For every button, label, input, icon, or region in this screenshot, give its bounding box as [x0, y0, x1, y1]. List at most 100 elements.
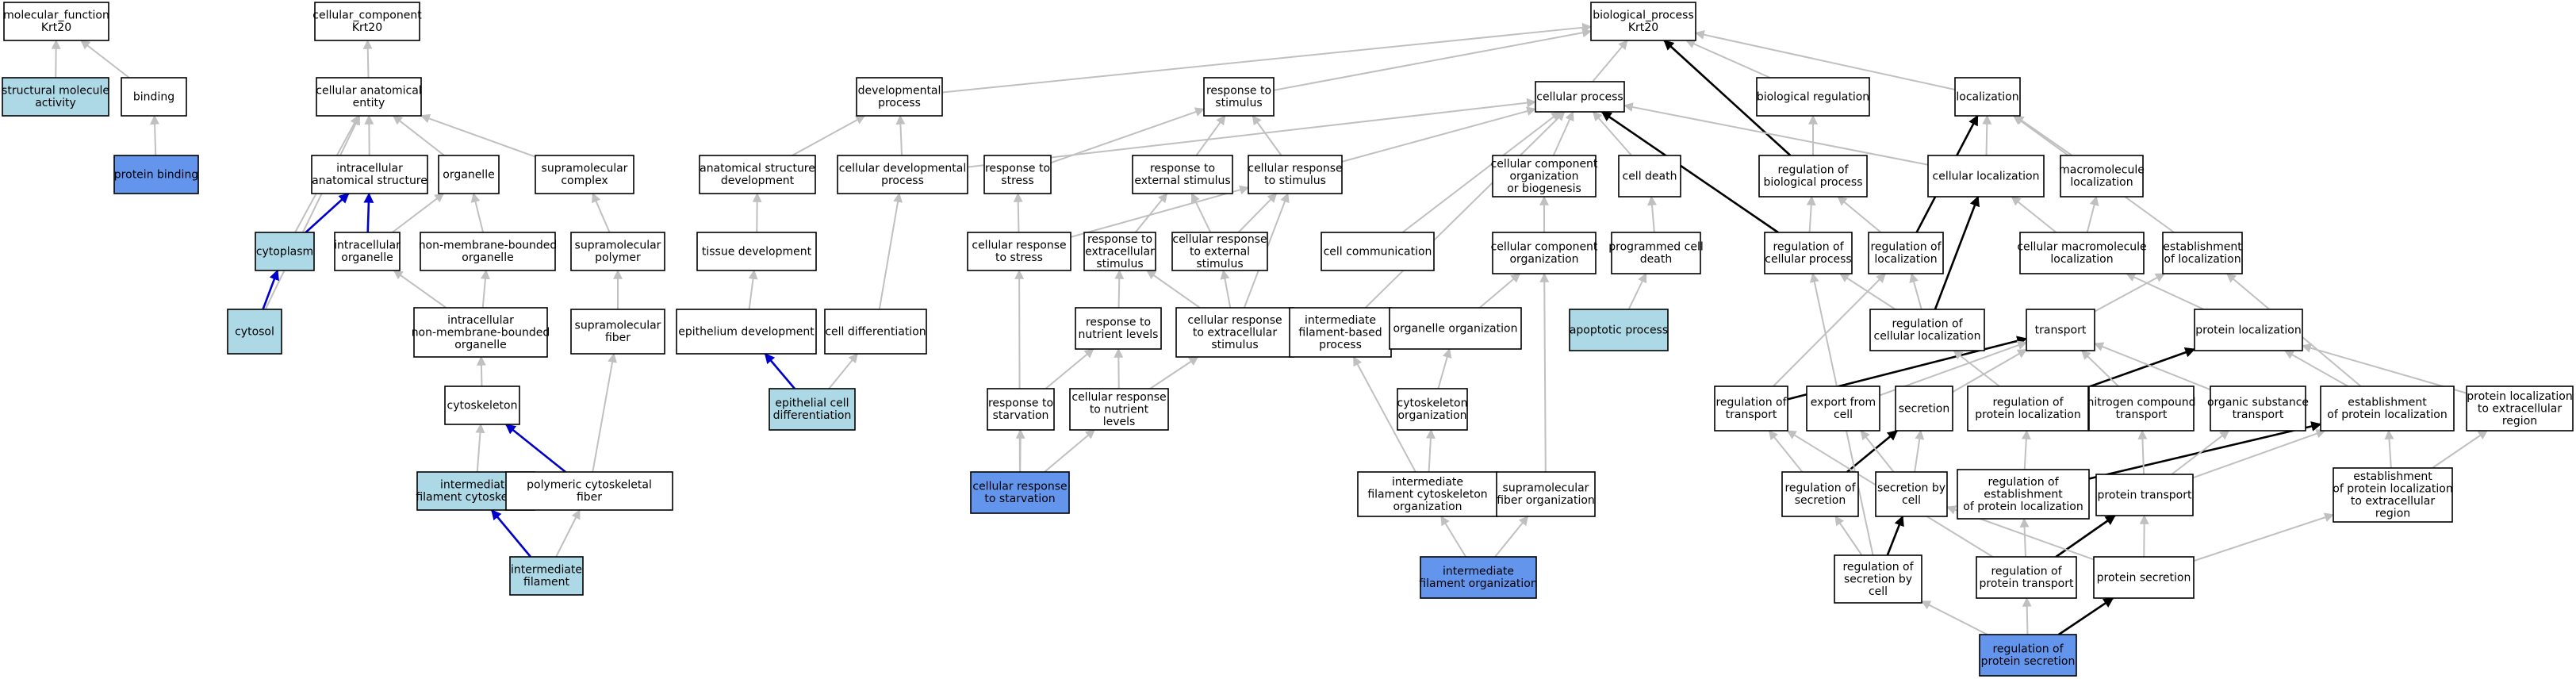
go-term-node-prot-secretion[interactable]: protein secretion: [2093, 556, 2195, 599]
node-box: [1075, 307, 1162, 350]
go-term-node-org-org[interactable]: organelle organization: [1389, 307, 1522, 350]
node-label-line: cytosol: [235, 325, 274, 338]
node-box: [983, 155, 1052, 194]
node-label-line: fiber organization: [1497, 494, 1595, 507]
edge-is-a-nmb_org-to-organelle: [470, 192, 485, 233]
edge-regulates-reg_cell_loc-to-cell_loc: [1934, 195, 1980, 310]
go-term-node-cytoplasm[interactable]: cytoplasm: [255, 232, 315, 271]
go-term-node-transport[interactable]: transport: [2026, 309, 2095, 351]
go-term-node-organelle[interactable]: organelle: [438, 155, 500, 194]
node-box: [970, 471, 1070, 514]
edge-is-a-cell_macro_loc-to-macro_loc: [2086, 195, 2099, 233]
go-term-node-cell-loc[interactable]: cellular localization: [1927, 155, 2045, 198]
go-term-node-cell-death[interactable]: cell death: [1618, 155, 1681, 198]
go-term-node-prot-loc[interactable]: protein localization: [2194, 309, 2303, 351]
go-term-node-prot-transport[interactable]: protein transport: [2095, 474, 2194, 516]
go-term-node-protein-binding[interactable]: protein binding: [113, 155, 199, 194]
go-term-node-apoptotic[interactable]: apoptotic process: [1569, 309, 1669, 351]
go-term-node-localization[interactable]: localization: [1954, 77, 2021, 117]
node-box: [1976, 556, 2077, 599]
go-term-node-secretion[interactable]: secretion: [1895, 386, 1953, 432]
node-label-line: cellular component: [1491, 241, 1598, 254]
go-term-node-epi-dev[interactable]: epithelium development: [676, 309, 817, 355]
go-term-node-cell-diff[interactable]: cell differentiation: [824, 309, 927, 355]
edge-is-a-pcd-to-cell_death: [1647, 195, 1658, 233]
node-label-line: to starvation: [984, 493, 1055, 505]
go-term-node-bio-reg[interactable]: biological regulation: [1756, 77, 1870, 117]
node-label-line: fiber: [605, 332, 631, 344]
node-box: [2210, 386, 2306, 432]
node-label-line: to nutrient: [1090, 403, 1149, 416]
go-term-node-intra-nmb[interactable]: intracellularnon-membrane-boundedorganel…: [412, 307, 550, 358]
node-box: [1834, 554, 1922, 604]
go-term-node-tissue-dev[interactable]: tissue development: [696, 232, 817, 271]
node-label-line: regulation of: [1991, 566, 2062, 578]
go-term-node-cytosol[interactable]: cytosol: [227, 309, 282, 355]
go-term-node-cellular-process[interactable]: cellular process: [1535, 81, 1625, 113]
node-box: [1895, 386, 1953, 432]
go-term-node-binding[interactable]: binding: [121, 77, 187, 117]
node-box: [1083, 232, 1156, 271]
go-term-node-cell-comm[interactable]: cell communication: [1321, 232, 1435, 271]
go-term-node-cytoskeleton[interactable]: cytoskeleton: [444, 386, 520, 425]
